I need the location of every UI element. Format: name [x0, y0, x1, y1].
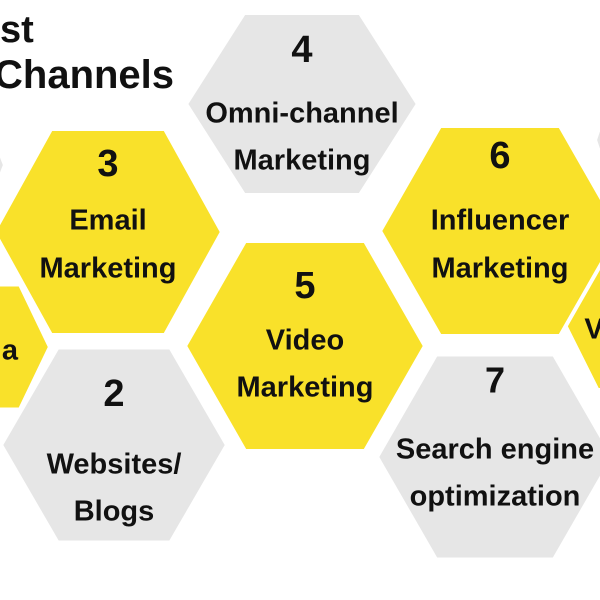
hex-2-number: 2: [103, 373, 124, 415]
hex-gray-right-partial-shape: [592, 118, 600, 162]
hex-3-label-line-2: Marketing: [40, 253, 177, 285]
hex-6-label-line-1: Influencer: [431, 205, 570, 237]
hex-7-label-line-1: Search engine: [396, 434, 594, 466]
hex-2-shape: [0, 345, 230, 545]
hex-4-number: 4: [291, 29, 312, 71]
hex-3-number: 3: [97, 143, 118, 185]
hex-8-partial-label-line-1: V: [584, 314, 600, 346]
hex-1-partial: a: [0, 282, 53, 412]
hex-2-label-line-2: Blogs: [74, 496, 155, 528]
hex-3-label-line-1: Email: [69, 205, 146, 237]
hex-gray-left-partial-shape: [0, 146, 8, 184]
hex-1-partial-label-line-1: a: [2, 335, 19, 367]
hex-gray-right-partial: [592, 118, 600, 162]
hex-5-label-line-2: Marketing: [237, 372, 374, 404]
hex-6-number: 6: [489, 135, 510, 177]
hex-5-number: 5: [294, 265, 315, 307]
hex-1-partial-shape: [0, 282, 53, 412]
hex-7-number: 7: [485, 360, 505, 401]
hex-3-shape: [0, 127, 225, 337]
hex-gray-left-partial: [0, 146, 8, 184]
title-line-2: Channels: [0, 53, 175, 97]
hex-5-label-line-1: Video: [266, 325, 344, 357]
hex-4-label-line-1: Omni-channel: [205, 98, 398, 130]
hex-7-shape: [374, 352, 600, 562]
hex-4-shape: [183, 11, 421, 197]
hex-6-shape: [377, 124, 600, 338]
hex-5-shape: [182, 239, 428, 453]
hex-7-label-line-2: optimization: [410, 481, 581, 513]
hex-4-label-line-2: Marketing: [234, 145, 371, 177]
hex-6-label-line-2: Marketing: [432, 253, 569, 285]
hex-2-label-line-1: Websites/: [47, 449, 182, 481]
title-line-1: st: [0, 9, 34, 51]
